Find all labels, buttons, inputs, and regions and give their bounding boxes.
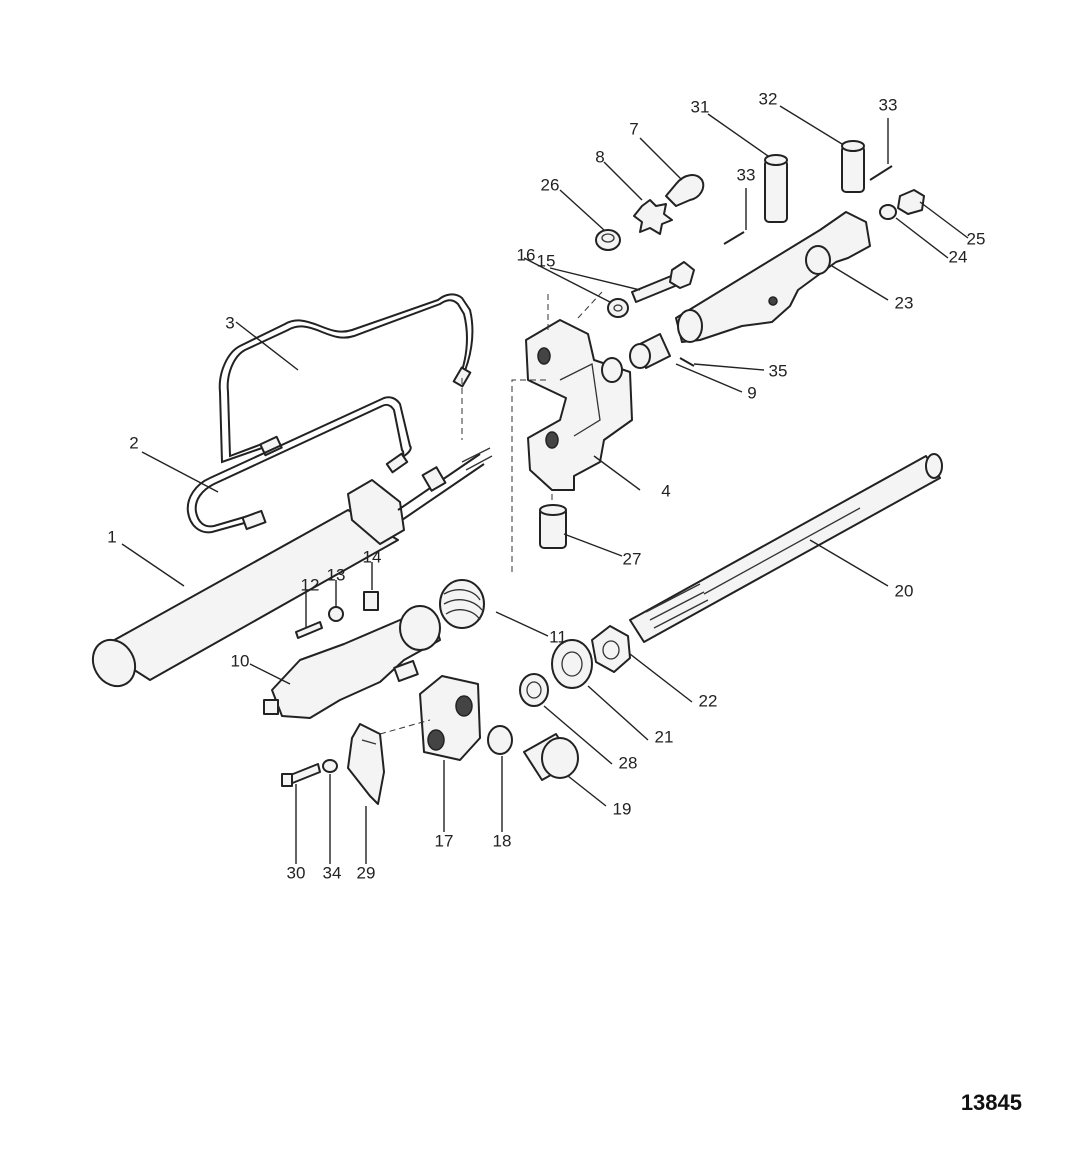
callout-12: 12 xyxy=(301,575,320,594)
part-35-cotter-pin xyxy=(679,357,695,367)
callout-20: 20 xyxy=(895,581,914,600)
part-15-bolt xyxy=(631,261,695,303)
part-14-fitting xyxy=(363,591,379,611)
part-8-star-washer xyxy=(633,199,673,235)
callout-35: 35 xyxy=(769,361,788,380)
callout-27: 27 xyxy=(623,549,642,568)
part-24-washer xyxy=(879,204,897,220)
callout-30: 30 xyxy=(287,863,306,882)
part-11-coupler xyxy=(439,579,485,629)
part-34-washer xyxy=(322,759,338,773)
callout-4: 4 xyxy=(661,481,670,500)
callout-2: 2 xyxy=(129,433,138,452)
callout-28: 28 xyxy=(619,753,638,772)
part-27-pin xyxy=(539,504,567,549)
part-29-plate xyxy=(347,723,385,805)
callout-7: 7 xyxy=(629,119,638,138)
part-7-fitting xyxy=(665,174,705,207)
part-18-lock-washer xyxy=(487,725,513,755)
part-2-tube-line xyxy=(186,396,412,534)
callout-22: 22 xyxy=(699,691,718,710)
part-17-block xyxy=(419,675,481,761)
callout-18: 18 xyxy=(493,831,512,850)
part-31-pin xyxy=(764,154,788,223)
part-22-nut xyxy=(591,625,631,673)
part-26-nut xyxy=(595,229,621,251)
callout-11: 11 xyxy=(549,627,567,646)
part-32-pin xyxy=(841,140,865,193)
callout-1: 1 xyxy=(107,527,116,546)
part-9-bushing xyxy=(629,333,671,369)
callout-29: 29 xyxy=(357,863,376,882)
callout-15: 15 xyxy=(537,251,556,270)
callout-8: 8 xyxy=(595,147,604,166)
callout-33-left: 33 xyxy=(737,165,756,184)
callout-19: 19 xyxy=(613,799,632,818)
part-20-shaft xyxy=(629,453,943,643)
part-1-cylinder xyxy=(91,447,493,688)
part-30-bolt xyxy=(281,763,321,787)
figure-number: 13845 xyxy=(961,1090,1022,1115)
part-13-washer xyxy=(328,606,344,622)
callout-23: 23 xyxy=(895,293,914,312)
part-19-plug xyxy=(523,733,579,781)
alignment-line xyxy=(379,719,431,735)
part-16-washer xyxy=(607,298,629,318)
callout-17: 17 xyxy=(435,831,454,850)
callout-32: 32 xyxy=(759,89,778,108)
callout-9: 9 xyxy=(747,383,756,402)
part-33-cotter-pin xyxy=(723,165,893,245)
callout-26: 26 xyxy=(541,175,560,194)
callout-25: 25 xyxy=(967,229,986,248)
callout-14: 14 xyxy=(363,547,382,566)
callout-31: 31 xyxy=(691,97,710,116)
part-23-tie-bar xyxy=(675,211,871,343)
callout-3: 3 xyxy=(225,313,234,332)
part-25-nut xyxy=(897,189,925,215)
alignment-line xyxy=(577,291,603,319)
callout-13: 13 xyxy=(327,565,346,584)
leader-lines xyxy=(121,105,969,864)
callout-21: 21 xyxy=(655,727,674,746)
part-3-tube-line xyxy=(218,293,474,464)
callout-33-right: 33 xyxy=(879,95,898,114)
part-10-valve xyxy=(263,605,441,719)
callout-10: 10 xyxy=(231,651,250,670)
alignment-line xyxy=(511,379,548,572)
part-28-washer xyxy=(519,673,549,707)
callout-16: 16 xyxy=(517,245,536,264)
callout-labels: 1 2 3 4 7 8 9 10 11 12 13 14 15 16 17 18… xyxy=(107,89,985,882)
part-21-seal xyxy=(551,639,593,689)
callout-34: 34 xyxy=(323,863,342,882)
part-4-bracket xyxy=(525,290,633,500)
part-12-bolt xyxy=(295,621,323,639)
callout-24: 24 xyxy=(949,247,968,266)
